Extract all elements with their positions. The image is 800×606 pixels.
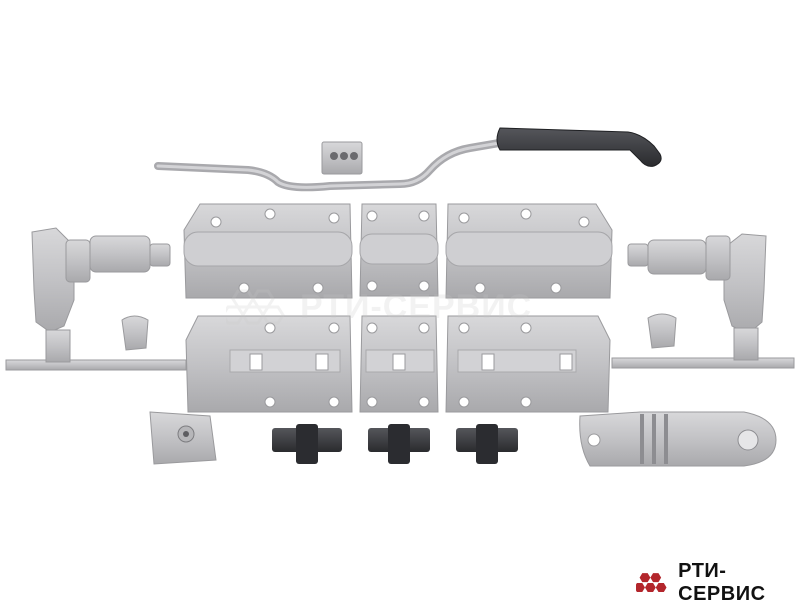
- lock-rod-handle: [154, 127, 662, 192]
- honeycomb-logo-icon: [636, 573, 667, 592]
- watermark: РТИ-СЕРВИС: [226, 282, 606, 332]
- bolt-plate: [149, 411, 217, 465]
- eye-plate: [579, 411, 777, 467]
- strike-plate-right: [445, 315, 611, 413]
- hinge-bracket-center: [359, 203, 439, 297]
- brand-logo: РТИ-СЕРВИС: [636, 560, 800, 606]
- strike-plate-left: [185, 315, 353, 413]
- brand-name: РТИ-СЕРВИС: [678, 560, 766, 605]
- left-latch-assembly: [5, 227, 187, 371]
- rubber-bushing-3: [456, 424, 518, 464]
- rubber-bushing-1: [272, 424, 342, 464]
- hinge-bracket-left: [183, 203, 353, 299]
- strike-plate-center: [359, 315, 439, 413]
- honeycomb-logo-icon: [226, 289, 285, 325]
- rubber-bushing-2: [368, 424, 430, 464]
- watermark-text: РТИ-СЕРВИС: [300, 287, 533, 326]
- right-latch-assembly: [611, 233, 795, 369]
- hinge-bracket-right: [445, 203, 613, 299]
